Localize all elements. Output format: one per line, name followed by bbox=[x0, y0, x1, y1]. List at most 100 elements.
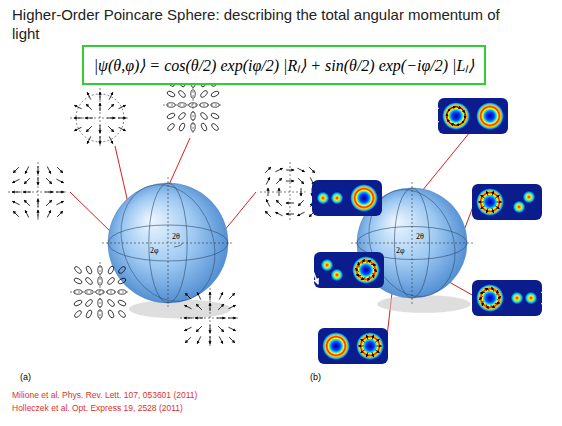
polarization-arrow bbox=[118, 127, 125, 131]
panel-label: (b) bbox=[310, 372, 321, 382]
polarization-arrow bbox=[481, 195, 485, 198]
double-arrow bbox=[307, 188, 309, 210]
polarization-arrow bbox=[447, 109, 450, 113]
polarization-ellipse bbox=[73, 299, 82, 307]
intensity-lobe bbox=[525, 292, 538, 305]
polarization-arrow bbox=[361, 350, 365, 353]
mode-tile bbox=[508, 282, 540, 314]
polarization-ellipse bbox=[178, 103, 186, 107]
tile-ground bbox=[508, 186, 540, 218]
polarization-arrow bbox=[100, 92, 101, 100]
dashed-circle bbox=[76, 94, 124, 142]
mode-tile bbox=[440, 100, 472, 132]
polarization-arrow bbox=[184, 327, 191, 331]
polarization-arrow bbox=[286, 181, 294, 182]
double-arrow bbox=[308, 258, 318, 284]
polarization-arrow bbox=[496, 290, 498, 295]
mode-tile bbox=[350, 254, 382, 286]
polarization-arrow bbox=[118, 105, 125, 109]
polarization-arrow bbox=[266, 177, 270, 184]
polarization-arrow bbox=[447, 119, 450, 123]
equation: |ψ(θ,φ)⟩ = cos(θ/2) exp(iφ/2) |Rₗ⟩ + sin… bbox=[94, 54, 475, 76]
intensity-donut bbox=[442, 102, 470, 130]
polarization-arrow bbox=[462, 109, 465, 113]
polarization-ellipse bbox=[98, 299, 102, 307]
polarization-arrow bbox=[219, 336, 223, 343]
polarization-arrow bbox=[23, 192, 31, 193]
polarization-ellipse bbox=[85, 265, 93, 274]
polarization-arrow bbox=[13, 211, 19, 217]
angle-label: 2φ bbox=[150, 246, 159, 255]
polarization-arrow bbox=[372, 273, 374, 278]
polarization-arrow bbox=[456, 107, 461, 109]
slide-title: Higher-Order Poincare Sphere: describing… bbox=[12, 5, 512, 43]
tile-pair bbox=[472, 280, 542, 316]
polarization-arrow bbox=[375, 339, 379, 342]
polarization-arrow bbox=[228, 327, 235, 331]
polarization-ellipse bbox=[107, 309, 115, 318]
polarization-arrow bbox=[482, 301, 484, 306]
polarization-arrow bbox=[447, 114, 448, 119]
polarization-arrow bbox=[12, 179, 19, 183]
polarization-arrow bbox=[486, 304, 488, 308]
polarization-arrow bbox=[451, 124, 456, 126]
intensity-lobe bbox=[330, 268, 343, 281]
polarization-ellipse bbox=[200, 122, 208, 131]
intensity-donut bbox=[356, 332, 384, 360]
polarization-arrow bbox=[218, 304, 224, 310]
polarization-arrow bbox=[85, 118, 93, 119]
polarization-ellipse bbox=[191, 90, 195, 98]
tile-ground bbox=[474, 186, 506, 218]
polarization-arrow bbox=[372, 352, 374, 357]
leader-line bbox=[168, 138, 190, 187]
tile-ground bbox=[350, 254, 382, 286]
polarization-arrow bbox=[279, 188, 280, 196]
polarization-arrow bbox=[46, 178, 52, 184]
polarization-ellipse bbox=[166, 122, 175, 131]
polarization-ellipse bbox=[191, 112, 195, 120]
mode-tile bbox=[474, 186, 506, 218]
mode-tile bbox=[314, 182, 346, 214]
leader-line bbox=[70, 192, 112, 233]
panel-label: (a) bbox=[20, 372, 31, 382]
tile-ground bbox=[320, 330, 352, 362]
polarization-arrow bbox=[276, 200, 282, 206]
polarization-arrow bbox=[47, 210, 51, 217]
sphere-shadow bbox=[129, 299, 231, 318]
polarization-arrow bbox=[355, 268, 359, 272]
polarization-arrow bbox=[196, 304, 202, 310]
tile-pair bbox=[438, 98, 508, 134]
polarization-arrow bbox=[368, 276, 370, 280]
polarization-arrow bbox=[87, 92, 91, 99]
polarization-ellipse bbox=[166, 90, 175, 98]
polarization-arrow bbox=[228, 318, 236, 319]
polarization-arrow bbox=[371, 264, 376, 266]
polarization-arrow bbox=[108, 104, 114, 110]
intensity-lobe bbox=[317, 192, 330, 205]
polarization-pattern bbox=[70, 262, 130, 322]
polarization-arrow bbox=[492, 287, 494, 291]
polarization-arrow bbox=[366, 335, 368, 340]
intensity-donut bbox=[322, 332, 350, 360]
polarization-ellipse bbox=[74, 290, 82, 294]
polarization-arrow bbox=[367, 260, 371, 262]
polarization-ellipse bbox=[106, 298, 115, 307]
polarization-ellipse bbox=[96, 290, 104, 294]
leader-line bbox=[224, 192, 256, 231]
sphere-shadow bbox=[377, 295, 471, 313]
polarization-ellipse bbox=[84, 276, 93, 285]
polarization-ellipse bbox=[210, 90, 219, 98]
tile-ground bbox=[354, 330, 386, 362]
polarization-ellipse bbox=[177, 111, 186, 120]
polarization-ellipse bbox=[85, 290, 93, 294]
polarization-arrow bbox=[217, 318, 225, 319]
polarization-arrow bbox=[86, 126, 92, 132]
polarization-arrow bbox=[184, 318, 192, 319]
polarization-ellipse bbox=[191, 123, 195, 131]
polarization-arrow bbox=[361, 277, 365, 279]
angle-label: 2θ bbox=[172, 232, 180, 241]
polarization-arrow bbox=[197, 292, 201, 299]
polarization-arrow bbox=[492, 208, 494, 213]
polarization-ellipse bbox=[117, 309, 126, 318]
